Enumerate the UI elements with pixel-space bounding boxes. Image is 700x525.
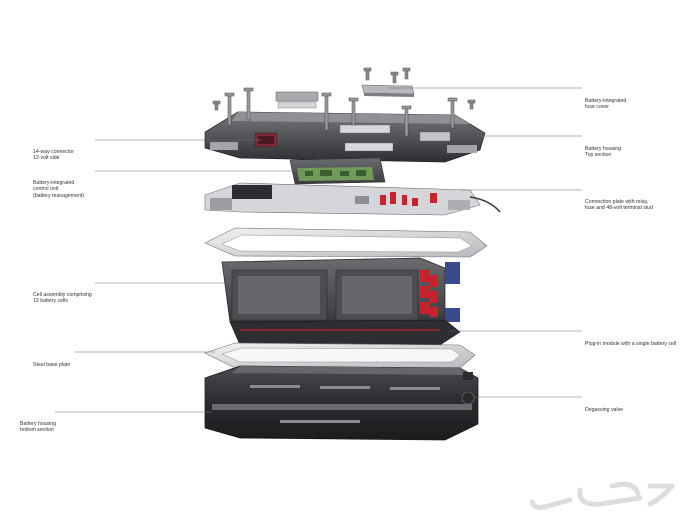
label-connection-plate: Connection plate with relay,fuse and 48-… [585,198,654,212]
control-unit [289,157,386,185]
label-plug-in-module: Plug-in module with a single battery cel… [585,340,677,347]
housing-bottom [204,365,479,441]
haraj-logo-watermark-icon [529,481,675,510]
label-degassing: Degassing valve [585,406,624,413]
screw-icons [212,67,476,111]
connection-plate [204,182,501,216]
cell-assembly [221,257,461,346]
leader-lines [55,87,582,413]
label-steel-base: Steel base plate [33,361,71,368]
upper-frame [204,227,488,258]
steel-base-plate [204,342,476,369]
housing-top [204,87,486,163]
fuse-cover [361,84,415,97]
